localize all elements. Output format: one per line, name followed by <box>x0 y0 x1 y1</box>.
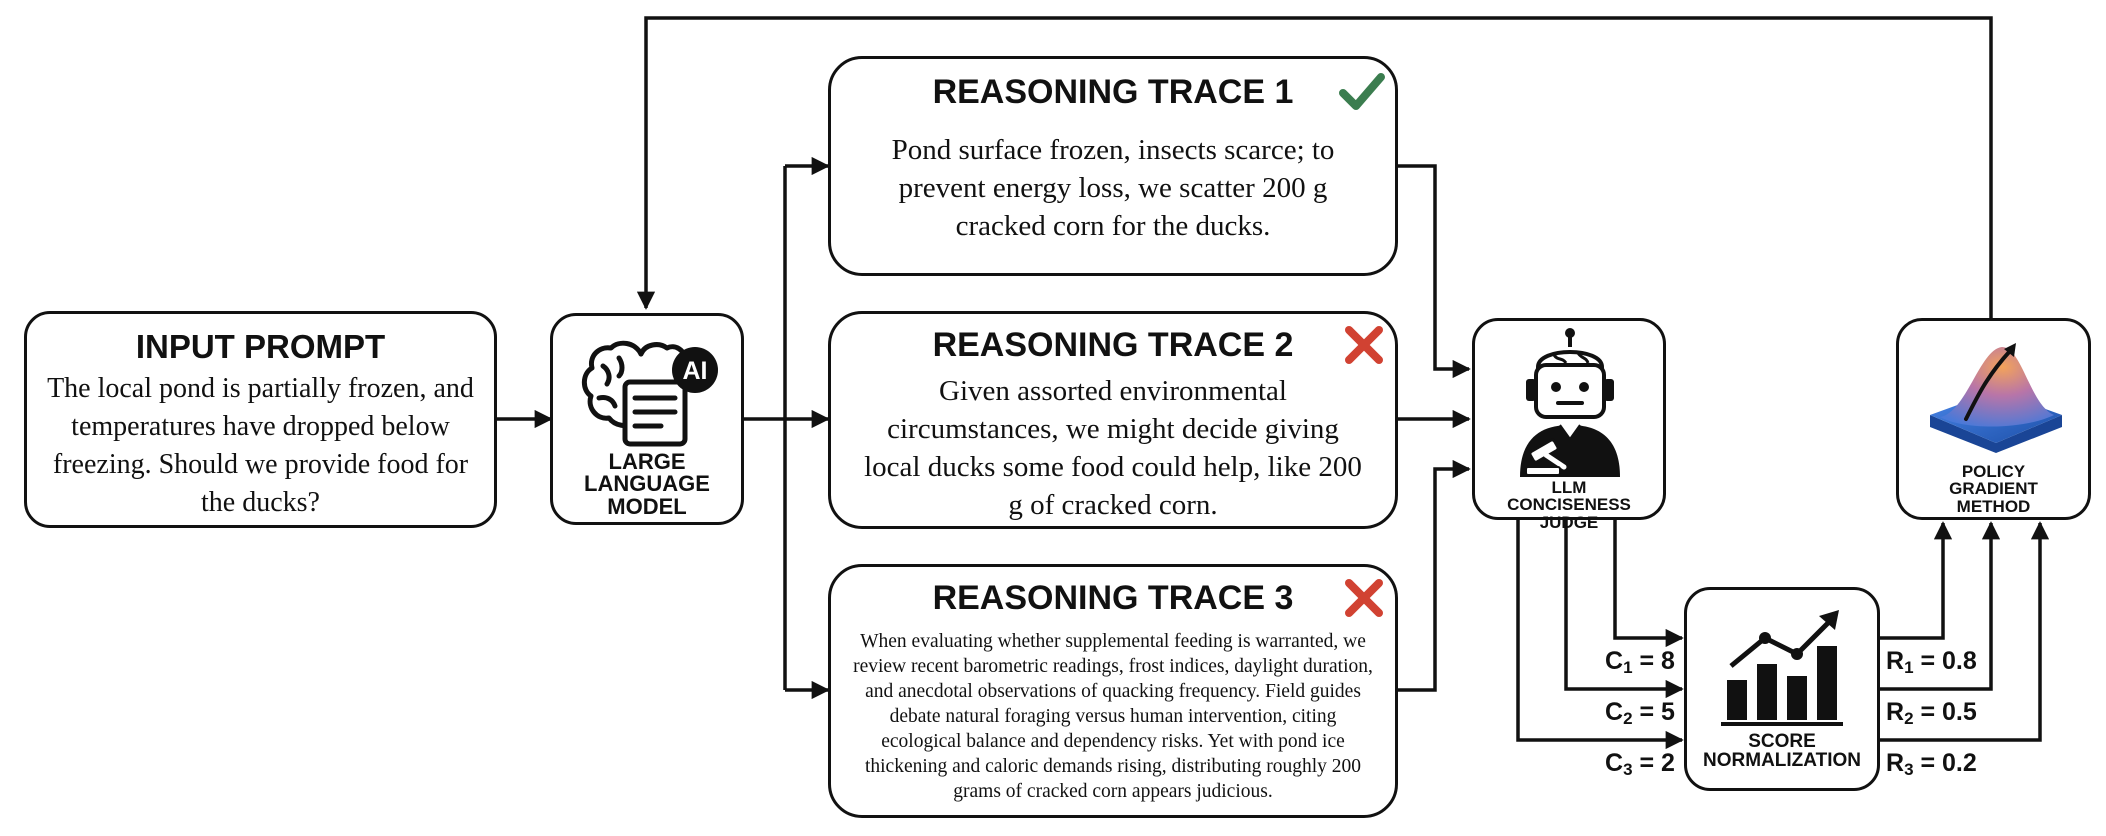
arrow-trace-3-to-judge <box>1396 459 1471 692</box>
reasoning-trace-2-title: REASONING TRACE 2 <box>932 326 1294 364</box>
input-prompt-text: The local pond is partially frozen, and … <box>47 373 474 518</box>
llm-box: AI LARGE LANGUAGE MODEL <box>550 313 744 525</box>
cross-icon <box>1345 579 1383 617</box>
score-normalization-label: SCORE NORMALIZATION <box>1703 731 1861 772</box>
score-label-c2: C2 = 5 <box>1605 698 1675 728</box>
reasoning-trace-1-title: REASONING TRACE 1 <box>932 73 1294 111</box>
input-prompt-title: INPUT PROMPT <box>135 328 386 365</box>
ai-badge: AI <box>683 357 708 385</box>
reasoning-trace-3-box: REASONING TRACE 3 When evaluating whethe… <box>828 564 1398 818</box>
arrow-r3 <box>1877 521 2050 742</box>
arrow-r1 <box>1877 521 1953 640</box>
robot-judge-icon <box>1520 328 1620 477</box>
score-label-r1: R1 = 0.8 <box>1886 647 1977 677</box>
brain-document-icon: AI <box>581 340 718 447</box>
reasoning-trace-3-text: When evaluating whether supplemental fee… <box>853 631 1373 802</box>
score-label-c3: C3 = 2 <box>1605 749 1675 779</box>
score-label-r3: R3 = 0.2 <box>1886 749 1977 779</box>
policy-gradient-label: POLICY GRADIENT METHOD <box>1949 462 2038 516</box>
input-prompt-box: INPUT PROMPT The local pond is partially… <box>24 311 497 528</box>
arrow-c2 <box>1564 520 1684 699</box>
score-label-r2: R2 = 0.5 <box>1886 698 1977 728</box>
arrow-c3 <box>1516 520 1684 750</box>
arrow-policy-to-llm <box>636 16 1993 320</box>
gradient-surface-icon <box>1930 343 2062 453</box>
arrow-trace-1-to-judge <box>1396 164 1471 379</box>
judge-box: LLM CONCISENESS JUDGE <box>1472 318 1666 531</box>
reasoning-trace-2-box: REASONING TRACE 2 Given assorted environ… <box>828 311 1398 529</box>
reasoning-trace-2-text: Given assorted environmental circumstanc… <box>864 375 1362 521</box>
cross-icon <box>1345 326 1383 364</box>
check-icon <box>1339 73 1385 110</box>
reasoning-trace-1-text: Pond surface frozen, insects scarce; to … <box>891 134 1335 242</box>
score-normalization-box: SCORE NORMALIZATION <box>1684 587 1880 791</box>
judge-label: LLM CONCISENESS JUDGE <box>1507 478 1631 532</box>
reasoning-trace-3-title: REASONING TRACE 3 <box>932 579 1294 617</box>
score-label-c1: C1 = 8 <box>1605 647 1675 677</box>
reasoning-trace-1-box: REASONING TRACE 1 Pond surface frozen, i… <box>828 56 1398 276</box>
bar-chart-trend-icon <box>1721 610 1843 726</box>
llm-label: LARGE LANGUAGE MODEL <box>584 449 710 519</box>
arrow-c1 <box>1613 520 1684 648</box>
policy-gradient-box: POLICY GRADIENT METHOD <box>1896 318 2091 520</box>
arrow-r2 <box>1877 521 2001 691</box>
